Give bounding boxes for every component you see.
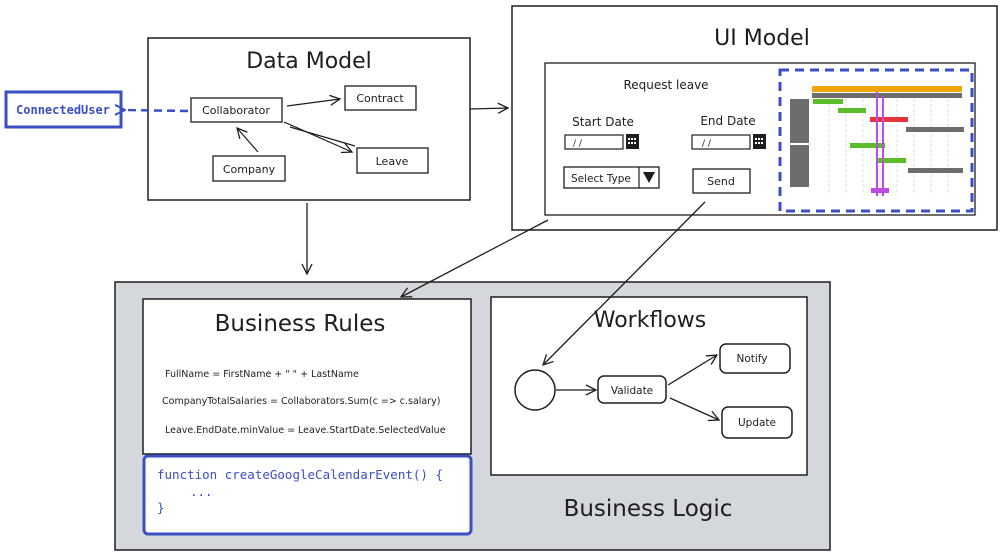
calendar-icon[interactable] [753, 134, 766, 149]
workflow-update-label: Update [738, 417, 776, 429]
ui-to-workflows-arrow [543, 201, 706, 365]
calendar-icon[interactable] [626, 134, 639, 149]
workflow-notify-label: Notify [736, 353, 767, 365]
connected-user-box [4, 90, 123, 129]
rule-line: CompanyTotalSalaries = Collaborators.Sum… [162, 396, 440, 407]
datamodel-to-ui-arrow [469, 108, 508, 109]
business-logic-title: Business Logic [564, 496, 733, 522]
end-date-label: End Date [700, 114, 755, 128]
leave-label: Leave [376, 155, 409, 168]
send-button[interactable] [692, 168, 751, 194]
relation-arrow [237, 128, 259, 153]
ui-to-rules-arrow [401, 219, 549, 297]
collaborator-label: Collaborator [202, 104, 270, 117]
start-date-value: / / [573, 139, 583, 149]
workflow-start-node [514, 369, 556, 411]
workflow-notify-node [719, 343, 791, 374]
company-label: Company [223, 163, 276, 176]
workflow-arrow [667, 355, 717, 386]
data-model-title: Data Model [246, 49, 372, 74]
gantt-chart-thumbnail [790, 86, 964, 196]
company-node [212, 155, 286, 182]
form-title: Request leave [623, 78, 708, 92]
business-rules-box [142, 298, 472, 455]
workflow-validate-node [597, 375, 667, 404]
code-line: function createGoogleCalendarEvent() { [157, 467, 443, 482]
relation-arrow [286, 99, 340, 107]
contract-node [344, 85, 417, 111]
workflow-arrow [669, 397, 719, 420]
start-date-label: Start Date [572, 115, 634, 129]
workflow-validate-label: Validate [611, 385, 653, 397]
chevron-down-icon [643, 172, 655, 183]
connected-user-link [124, 110, 189, 111]
rule-line: FullName = FirstName + " " + LastName [165, 369, 359, 380]
send-button-label: Send [707, 175, 735, 188]
leave-type-select-label: Select Type [571, 173, 631, 185]
connected-user-label: ConnectedUser [16, 103, 110, 117]
ui-model-title: UI Model [714, 26, 810, 51]
leave-node [356, 147, 429, 174]
collaborator-node [190, 97, 283, 123]
code-line: ... [190, 484, 213, 499]
relation-arrow [289, 126, 356, 147]
end-date-value: / / [702, 139, 712, 149]
code-line: } [157, 500, 165, 515]
leave-type-select[interactable] [563, 166, 660, 189]
workflow-update-node [721, 406, 793, 439]
start-date-input[interactable] [564, 134, 624, 150]
rule-line: Leave.EndDate.minValue = Leave.StartDate… [165, 425, 446, 436]
business-rules-title: Business Rules [215, 311, 386, 337]
contract-label: Contract [356, 92, 404, 105]
relation-arrow [283, 121, 352, 152]
end-date-input[interactable] [691, 134, 751, 150]
workflows-title: Workflows [594, 308, 706, 333]
code-box [142, 454, 473, 536]
